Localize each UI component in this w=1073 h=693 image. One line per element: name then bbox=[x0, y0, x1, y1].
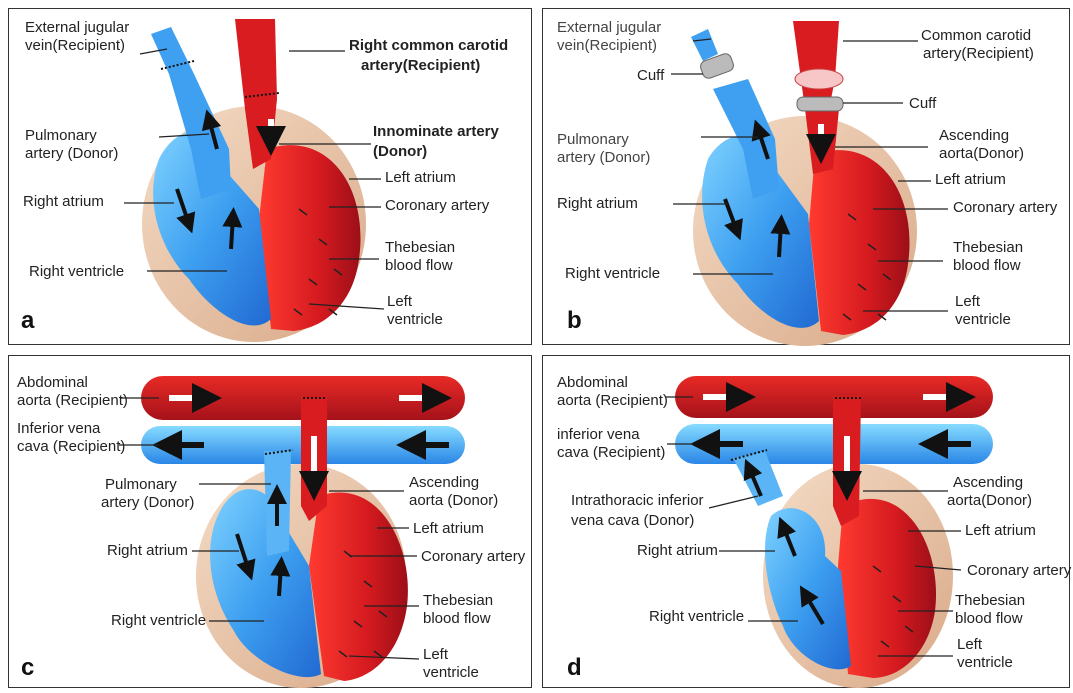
label-thebesian-2: blood flow bbox=[955, 610, 1023, 628]
label-right-atrium: Right atrium bbox=[557, 195, 638, 213]
label-thebesian: Thebesian bbox=[953, 239, 1023, 257]
panel-d: Abdominal aorta (Recipient) inferior ven… bbox=[542, 355, 1070, 688]
label-cca-2: artery(Recipient) bbox=[923, 45, 1034, 63]
label-ivc: Inferior vena bbox=[17, 420, 100, 438]
label-left-atrium: Left atrium bbox=[413, 520, 484, 538]
label-thebesian-2: blood flow bbox=[953, 257, 1021, 275]
label-ascending-aorta-2: aorta (Donor) bbox=[409, 492, 498, 510]
label-right-atrium: Right atrium bbox=[23, 193, 104, 211]
panel-c: Abdominal aorta (Recipient) Inferior ven… bbox=[8, 355, 532, 688]
label-left-atrium: Left atrium bbox=[965, 522, 1036, 540]
panel-letter: a bbox=[21, 307, 34, 335]
label-ejv-2: vein(Recipient) bbox=[557, 37, 657, 55]
label-abdominal-aorta-2: aorta (Recipient) bbox=[557, 392, 668, 410]
label-pa-2: artery (Donor) bbox=[101, 494, 194, 512]
label-ivc-2: cava (Recipient) bbox=[17, 438, 125, 456]
label-right-ventricle: Right ventricle bbox=[29, 263, 124, 281]
label-pa: Pulmonary bbox=[105, 476, 177, 494]
panel-b: External jugular vein(Recipient) Common … bbox=[542, 8, 1070, 345]
label-rcca: Right common carotid bbox=[349, 37, 508, 55]
label-ejv: External jugular bbox=[557, 19, 661, 37]
label-rcca-2: artery(Recipient) bbox=[361, 57, 480, 75]
label-thebesian: Thebesian bbox=[955, 592, 1025, 610]
label-ascending-aorta: Ascending bbox=[939, 127, 1009, 145]
label-right-atrium: Right atrium bbox=[107, 542, 188, 560]
left-heart bbox=[309, 493, 408, 681]
label-ivc: inferior vena bbox=[557, 426, 640, 444]
panel-letter: d bbox=[567, 654, 582, 682]
label-pa: Pulmonary bbox=[557, 131, 629, 149]
panel-letter: c bbox=[21, 654, 34, 682]
label-coronary: Coronary artery bbox=[967, 562, 1071, 580]
label-ascending-aorta: Ascending bbox=[953, 474, 1023, 492]
label-coronary: Coronary artery bbox=[385, 197, 489, 215]
label-left-atrium: Left atrium bbox=[935, 171, 1006, 189]
label-left-ventricle-2: ventricle bbox=[955, 311, 1011, 329]
label-cuff-right: Cuff bbox=[909, 95, 936, 113]
flow-arrow bbox=[231, 217, 233, 249]
label-thebesian-2: blood flow bbox=[423, 610, 491, 628]
label-abdominal-aorta: Abdominal bbox=[557, 374, 628, 392]
carotid-lumen bbox=[795, 69, 843, 89]
label-left-ventricle-2: ventricle bbox=[423, 664, 479, 682]
label-left-ventricle: Left bbox=[957, 636, 982, 654]
label-ascending-aorta-2: aorta(Donor) bbox=[947, 492, 1032, 510]
label-pa-2: artery (Donor) bbox=[557, 149, 650, 167]
label-thebesian-2: blood flow bbox=[385, 257, 453, 275]
label-coronary: Coronary artery bbox=[421, 548, 525, 566]
label-left-atrium: Left atrium bbox=[385, 169, 456, 187]
label-innominate-2: (Donor) bbox=[373, 143, 427, 161]
label-left-ventricle: Left bbox=[423, 646, 448, 664]
label-abdominal-aorta-2: aorta (Recipient) bbox=[17, 392, 128, 410]
label-innominate: Innominate artery bbox=[373, 123, 499, 141]
label-thebesian: Thebesian bbox=[385, 239, 455, 257]
flow-arrow bbox=[779, 224, 781, 257]
label-ascending-aorta: Ascending bbox=[409, 474, 479, 492]
label-right-ventricle: Right ventricle bbox=[565, 265, 660, 283]
label-ivc-2: cava (Recipient) bbox=[557, 444, 665, 462]
label-ejv: External jugular bbox=[25, 19, 129, 37]
flow-arrow bbox=[279, 566, 281, 596]
label-right-ventricle: Right ventricle bbox=[111, 612, 206, 630]
label-ejv-2: vein(Recipient) bbox=[25, 37, 125, 55]
panel-letter: b bbox=[567, 307, 582, 335]
label-left-ventricle: Left bbox=[387, 293, 412, 311]
label-ascending-aorta-2: aorta(Donor) bbox=[939, 145, 1024, 163]
panel-a: External jugular vein(Recipient) Right c… bbox=[8, 8, 532, 345]
jugular-vein bbox=[691, 29, 718, 61]
label-left-ventricle-2: ventricle bbox=[387, 311, 443, 329]
label-right-atrium: Right atrium bbox=[637, 542, 718, 560]
label-cuff-left: Cuff bbox=[637, 67, 664, 85]
label-thebesian: Thebesian bbox=[423, 592, 493, 610]
label-cca: Common carotid bbox=[921, 27, 1031, 45]
label-intrathoracic-ivc: Intrathoracic inferior bbox=[571, 492, 704, 510]
label-left-ventricle-2: ventricle bbox=[957, 654, 1013, 672]
label-intrathoracic-ivc-2: vena cava (Donor) bbox=[571, 512, 694, 530]
label-pa: Pulmonary bbox=[25, 127, 97, 145]
cuff-right bbox=[797, 97, 843, 111]
label-left-ventricle: Left bbox=[955, 293, 980, 311]
label-abdominal-aorta: Abdominal bbox=[17, 374, 88, 392]
label-pa-2: artery (Donor) bbox=[25, 145, 118, 163]
label-coronary: Coronary artery bbox=[953, 199, 1057, 217]
label-right-ventricle: Right ventricle bbox=[649, 608, 744, 626]
